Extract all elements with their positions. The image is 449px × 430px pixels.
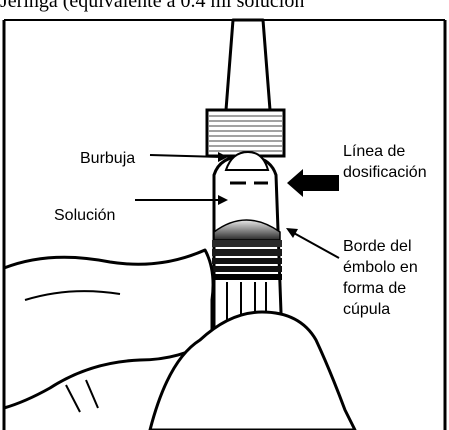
cut-off-header-text: Jeringa (equivalente a 0.4 ml solución: [0, 0, 305, 12]
bubble-arrowhead: [218, 152, 228, 162]
label-burbuja: Burbuja: [80, 150, 136, 167]
label-borde-del-embolo: Borde del émbolo en forma de cúpula: [343, 238, 418, 318]
syringe-hub: [205, 108, 286, 158]
label-linea-de-dosificacion: Línea de dosificación: [343, 143, 427, 181]
plunger-dome: [213, 219, 281, 241]
needle-cap: [224, 18, 272, 112]
dosing-line-arrow: [287, 169, 339, 197]
plunger-edge-arrowhead: [286, 228, 298, 238]
bubble-arrow-line: [149, 154, 223, 158]
plunger-edge-arrow-line: [291, 231, 340, 259]
knuckle-mark: [65, 379, 99, 413]
air-bubble: [224, 150, 270, 171]
label-solucion: Solución: [54, 207, 116, 224]
plunger-rings: [212, 240, 282, 280]
thumb: [148, 310, 357, 430]
hand-crease: [24, 290, 121, 301]
solution-arrowhead: [218, 195, 228, 205]
left-hand: [2, 248, 215, 410]
